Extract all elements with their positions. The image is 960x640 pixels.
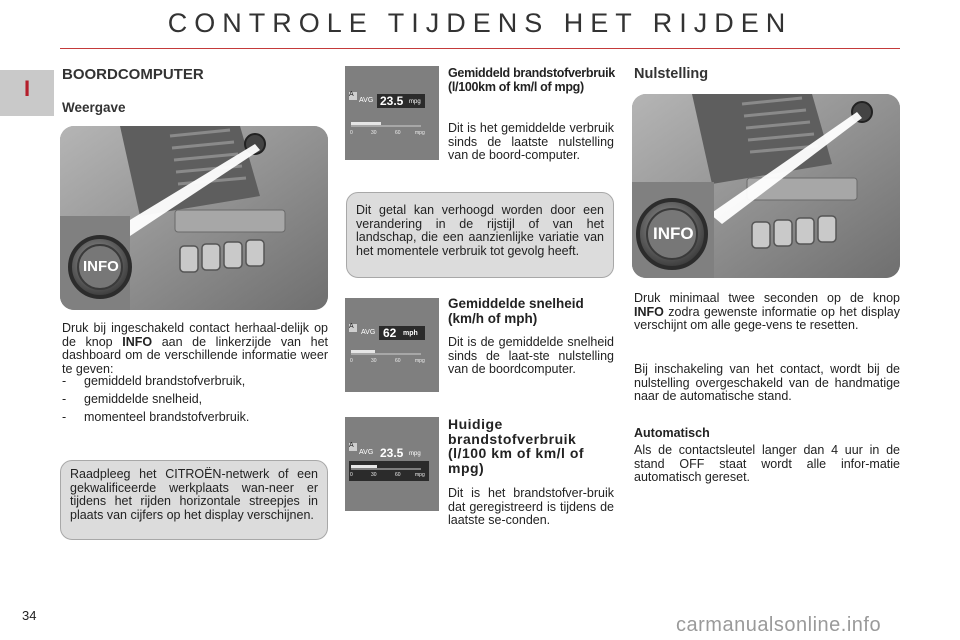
reset-text-start: Druk minimaal twee seconden op de knop xyxy=(634,291,900,305)
title-divider xyxy=(60,48,900,49)
ignition-paragraph: Bij inschakeling van het contact, wordt … xyxy=(634,362,900,403)
display-tick: 30 xyxy=(371,472,377,478)
section-title-boordcomputer: BOORDCOMPUTER xyxy=(62,66,204,83)
display-value: 23.5 xyxy=(380,94,404,108)
reset-info-keyword: INFO xyxy=(634,304,664,319)
intro-paragraph: Druk bij ingeschakeld contact herhaal-de… xyxy=(62,321,328,376)
intro-text-start: Druk bij ingeschakeld contact herhaal-de… xyxy=(62,321,328,349)
intro-info-keyword: INFO xyxy=(122,334,153,349)
display-unit: mpg xyxy=(409,99,421,105)
display-tick: 0 xyxy=(350,130,353,136)
display-tick: mpg xyxy=(415,358,425,364)
item-text-current-consumption: Dit is het brandstofver-bruik dat geregi… xyxy=(448,486,614,527)
intro-text-end: aan de linkerzijde van het dashboard om … xyxy=(62,334,328,376)
list-dash: - xyxy=(62,374,67,388)
item-title-avg-consumption: Gemiddeld brandstofverbruik (l/100km of … xyxy=(448,66,615,94)
display-label: AVG xyxy=(359,97,374,104)
display-label: AVG xyxy=(361,329,376,336)
list-item: - momenteel brandstofverbruik. xyxy=(62,408,328,426)
display-tick: 60 xyxy=(395,472,401,478)
display-value: 62 xyxy=(383,326,397,340)
display-current-consumption: A AVG 23.5 mpg 0 30 60 mpg xyxy=(345,417,439,511)
auto-reset-paragraph: Als de contactsleutel langer dan 4 uur i… xyxy=(634,443,900,484)
section-title-nulstelling: Nulstelling xyxy=(634,66,709,82)
display-tick: 60 xyxy=(395,358,401,364)
display-tick: 60 xyxy=(395,130,401,136)
display-unit: mpg xyxy=(409,451,421,457)
display-avg-speed: A AVG 62 mph 0 30 60 mpg xyxy=(345,298,439,392)
list-item: - gemiddelde snelheid, xyxy=(62,390,328,408)
info-button-label: INFO xyxy=(83,258,119,275)
page-title: CONTROLE TIJDENS HET RIJDEN xyxy=(167,8,793,38)
chapter-letter: I xyxy=(23,76,31,101)
page-number: 34 xyxy=(22,608,37,623)
reset-paragraph: Druk minimaal twee seconden op de knop I… xyxy=(634,291,900,333)
display-tick: 0 xyxy=(350,358,353,364)
list-item-text: gemiddeld brandstofverbruik, xyxy=(84,374,246,388)
display-tick: mpg xyxy=(415,130,425,136)
dashboard-photo-right: INFO xyxy=(632,94,900,278)
dashboard-photo-left: INFO xyxy=(60,126,328,310)
list-item: - gemiddeld brandstofverbruik, xyxy=(62,372,328,390)
display-corner-icon: A xyxy=(349,323,354,330)
list-dash: - xyxy=(62,410,67,424)
display-tick: mpg xyxy=(415,472,425,478)
item-title-avg-speed: Gemiddelde snelheid (km/h of mph) xyxy=(448,296,584,326)
item-text-avg-consumption: Dit is het gemiddelde verbruik sinds de … xyxy=(448,121,614,162)
watermark: carmanualsonline.info xyxy=(676,614,882,636)
note-box-variation: Dit getal kan verhoogd worden door een v… xyxy=(346,192,614,278)
display-label: AVG xyxy=(359,449,374,456)
display-tick: 30 xyxy=(371,130,377,136)
reset-text-end: zodra gewenste informatie op het display… xyxy=(634,304,900,332)
display-corner-icon: A xyxy=(349,442,354,449)
chapter-tab xyxy=(0,70,54,116)
display-corner-icon: A xyxy=(349,91,354,98)
display-value: 23.5 xyxy=(380,446,404,460)
display-tick: 30 xyxy=(371,358,377,364)
subsection-title-automatisch: Automatisch xyxy=(634,426,710,440)
display-tick: 0 xyxy=(350,472,353,478)
subsection-title-weergave: Weergave xyxy=(62,100,126,115)
list-dash: - xyxy=(62,392,67,406)
item-title-current-consumption: Huidige brandstofverbruik (l/100 km of k… xyxy=(448,416,585,476)
item-text-avg-speed: Dit is de gemiddelde snelheid sinds de l… xyxy=(448,335,614,376)
note-box-network: Raadpleeg het CITROËN-netwerk of een gek… xyxy=(60,460,328,540)
info-button-label: INFO xyxy=(653,224,694,243)
list-item-text: gemiddelde snelheid, xyxy=(84,392,203,406)
list-item-text: momenteel brandstofverbruik. xyxy=(84,410,250,424)
display-unit: mph xyxy=(403,330,418,337)
display-avg-consumption: A AVG 23.5 mpg 0 30 60 mpg xyxy=(345,66,439,160)
info-list: - gemiddeld brandstofverbruik, - gemiddeld… xyxy=(62,372,328,426)
